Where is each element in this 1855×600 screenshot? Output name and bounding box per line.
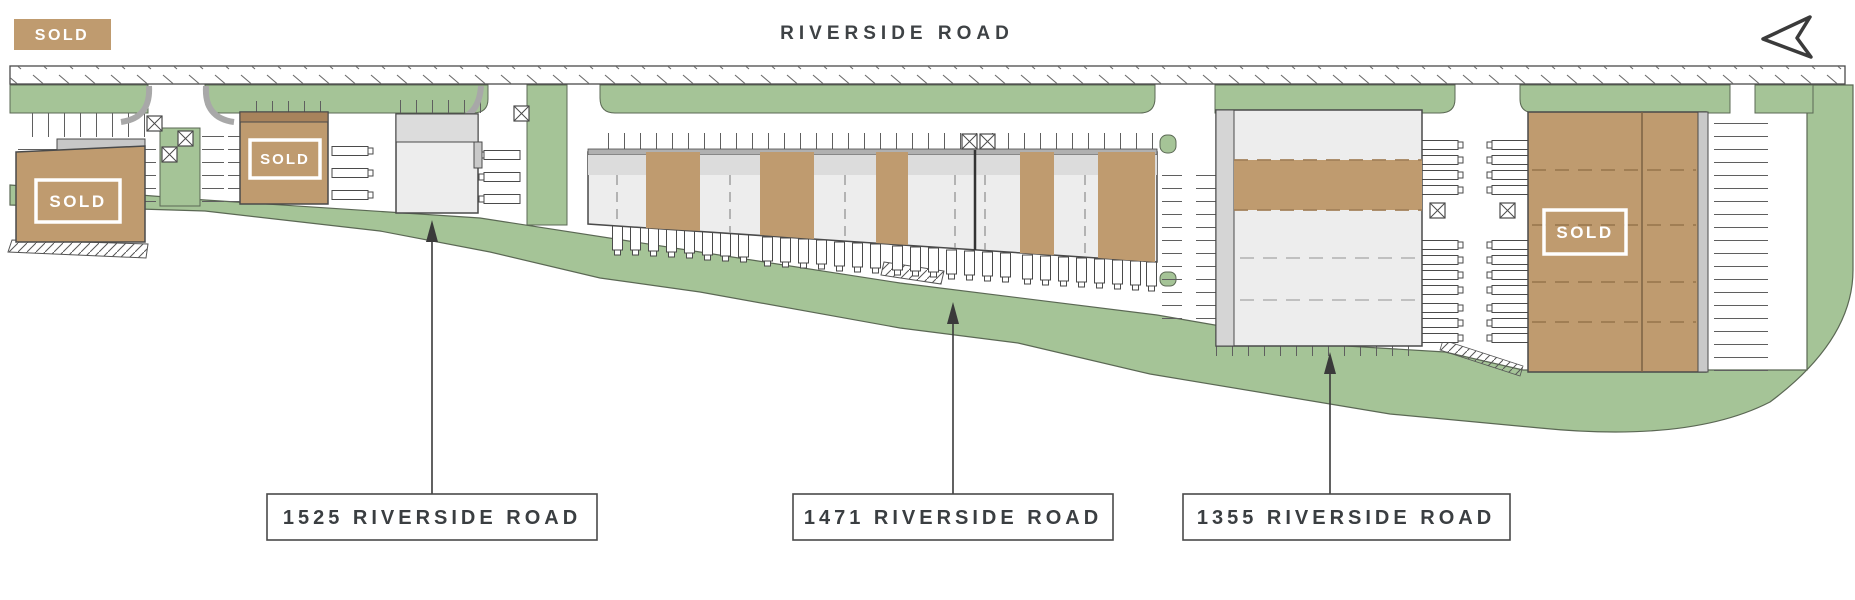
callout-1525[interactable]: 1525 RIVERSIDE ROAD bbox=[266, 493, 598, 541]
sold-marker-box bbox=[34, 178, 122, 224]
stall-row bbox=[1216, 346, 1422, 356]
planter-icon bbox=[1429, 202, 1446, 219]
green-strip-top-4 bbox=[1214, 84, 1456, 114]
stall-col bbox=[1162, 172, 1182, 330]
green-strip-top-6 bbox=[1754, 84, 1814, 114]
callout-1355[interactable]: 1355 RIVERSIDE ROAD bbox=[1182, 493, 1511, 541]
planter-icon bbox=[146, 115, 163, 132]
stall-col bbox=[202, 132, 224, 208]
sold-legend-label: SOLD bbox=[35, 27, 89, 44]
building-1525[interactable] bbox=[395, 113, 483, 214]
planter-icon bbox=[513, 105, 530, 122]
sold-unit bbox=[646, 152, 700, 231]
stall-row bbox=[398, 100, 482, 113]
stall-col bbox=[1714, 118, 1768, 372]
sold-unit bbox=[1234, 160, 1422, 210]
building-far-right-sold[interactable]: SOLD bbox=[1527, 111, 1709, 373]
callout-1355-label: 1355 RIVERSIDE ROAD bbox=[1197, 507, 1495, 529]
entrance-median-2 bbox=[526, 84, 568, 226]
building-1355[interactable] bbox=[1215, 109, 1423, 347]
stall-row bbox=[18, 113, 146, 137]
green-fillet-1 bbox=[1159, 134, 1177, 154]
sold-legend-badge: SOLD bbox=[14, 19, 111, 50]
green-strip-top-left bbox=[9, 84, 149, 114]
north-arrow-icon bbox=[1761, 15, 1813, 59]
planter-icon bbox=[1499, 202, 1516, 219]
callout-1471[interactable]: 1471 RIVERSIDE ROAD bbox=[792, 493, 1114, 541]
stall-col bbox=[1196, 172, 1216, 330]
sold-marker-box bbox=[1542, 208, 1628, 256]
planter-icon bbox=[961, 133, 978, 150]
building-front-1525-sold[interactable]: SOLD bbox=[239, 111, 329, 205]
green-strip-top-3 bbox=[599, 84, 1156, 114]
stall-row bbox=[600, 133, 1155, 152]
stall-row bbox=[242, 101, 328, 113]
sold-unit bbox=[876, 152, 908, 245]
sold-unit bbox=[1098, 152, 1155, 262]
green-strip-top-5 bbox=[1519, 84, 1731, 114]
sold-unit bbox=[1020, 152, 1054, 255]
planter-icon bbox=[177, 130, 194, 147]
landscape-swath bbox=[9, 84, 1854, 433]
sold-marker-box bbox=[248, 138, 322, 180]
callout-1525-label: 1525 RIVERSIDE ROAD bbox=[283, 507, 581, 529]
planter-icon bbox=[979, 133, 996, 150]
road-band bbox=[9, 65, 1846, 85]
callout-1471-label: 1471 RIVERSIDE ROAD bbox=[804, 507, 1102, 529]
callout-arrows bbox=[426, 220, 1336, 494]
building-far-left-sold[interactable]: SOLD bbox=[15, 138, 146, 243]
sold-marker-label: SOLD bbox=[49, 192, 106, 211]
building-1471[interactable] bbox=[587, 148, 1158, 263]
sold-marker-label: SOLD bbox=[260, 151, 310, 168]
sold-marker-label: SOLD bbox=[1556, 223, 1613, 242]
sold-unit bbox=[760, 152, 814, 239]
planter-icon bbox=[161, 146, 178, 163]
road-name-title: RIVERSIDE ROAD bbox=[780, 23, 1014, 44]
